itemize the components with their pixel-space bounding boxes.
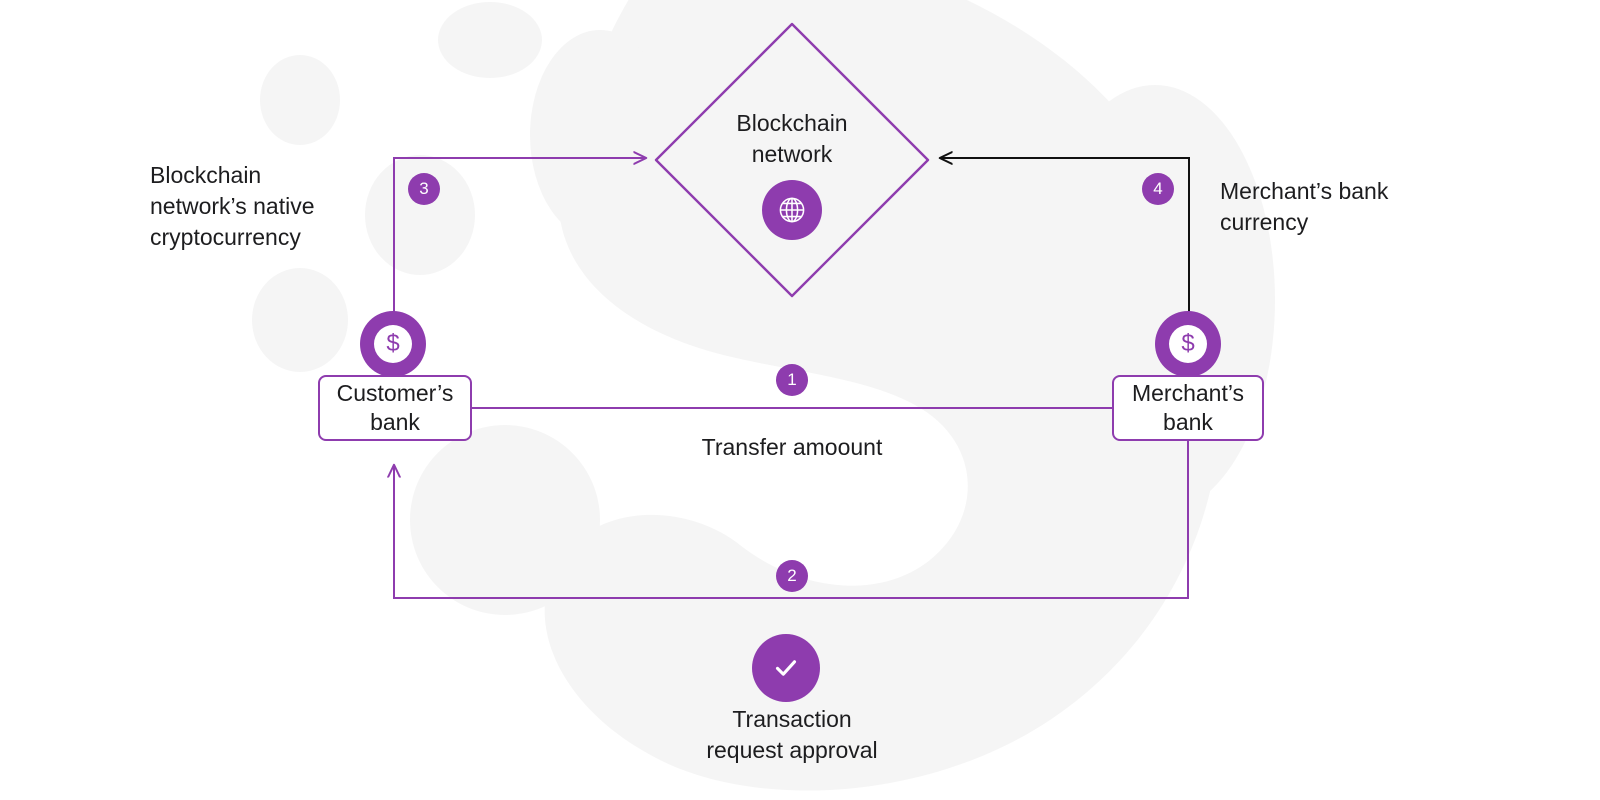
check-circle-icon <box>752 634 820 702</box>
customer-bank-node[interactable]: Customer’s bank <box>318 375 472 441</box>
customer-bank-line-2: bank <box>370 409 420 435</box>
customer-dollar-symbol: $ <box>374 325 412 363</box>
merchant-bank-node[interactable]: Merchant’s bank <box>1112 375 1264 441</box>
merchant-bank-line-2: bank <box>1163 409 1213 435</box>
blockchain-title-line-2: network <box>751 141 833 168</box>
step-badge-2[interactable]: 2 <box>776 560 808 592</box>
wire-step-3 <box>393 158 646 330</box>
approval-label-line-2: request approval <box>706 737 878 764</box>
merchant-dollar-coin-icon: $ <box>1155 311 1221 377</box>
globe-icon-glyph <box>779 197 805 223</box>
transfer-amount-label: Transfer amoount <box>701 434 883 460</box>
blockchain-network-title: Blockchain network <box>652 108 932 170</box>
left-label-line-1: Blockchain <box>150 162 262 188</box>
customer-bank-label: Customer’s bank <box>337 379 454 437</box>
check-icon-glyph <box>775 660 797 676</box>
right-label-line-2: currency <box>1220 209 1309 236</box>
left-label-line-2: network’s native <box>150 193 315 220</box>
approval-label-line-1: Transaction <box>732 706 852 732</box>
right-label-line-1: Merchant’s bank <box>1220 178 1389 204</box>
left-label-line-3: cryptocurrency <box>150 224 301 251</box>
merchant-bank-line-1: Merchant’s <box>1131 380 1245 407</box>
approval-label: Transaction request approval <box>600 704 984 766</box>
merchant-bank-label: Merchant’s bank <box>1132 379 1244 437</box>
right-annotation-label: Merchant’s bank currency <box>1220 176 1490 238</box>
customer-dollar-coin-icon: $ <box>360 311 426 377</box>
blockchain-network-node[interactable]: Blockchain network <box>652 20 932 300</box>
step-badge-3[interactable]: 3 <box>408 173 440 205</box>
step-badge-4[interactable]: 4 <box>1142 173 1174 205</box>
left-annotation-label: Blockchain network’s native cryptocurren… <box>150 160 400 253</box>
blockchain-title-line-1: Blockchain <box>736 110 848 136</box>
wire-step-4 <box>940 158 1190 330</box>
customer-bank-line-1: Customer’s <box>336 380 454 407</box>
step-badge-1[interactable]: 1 <box>776 364 808 396</box>
wire-step-2 <box>394 441 1189 599</box>
globe-icon <box>762 180 822 240</box>
merchant-dollar-symbol: $ <box>1169 325 1207 363</box>
